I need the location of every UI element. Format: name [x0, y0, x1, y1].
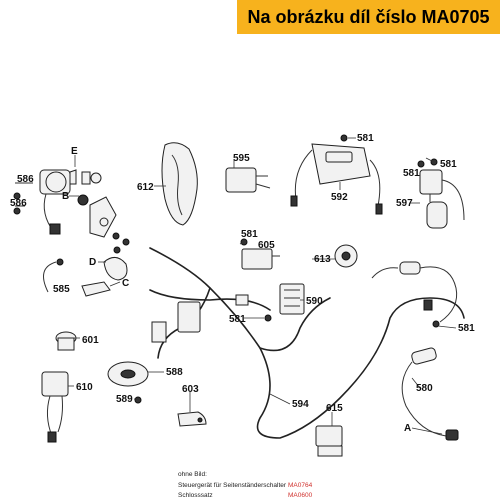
footer-row: Steuergerät für Seitenständerschalter MA… [178, 482, 408, 489]
label-612: 612 [137, 182, 154, 193]
part-580-pickup [401, 320, 459, 441]
part-588-horn [107, 361, 149, 404]
label-581: 581 [357, 133, 374, 144]
label-581: 581 [458, 323, 475, 334]
label-594: 594 [292, 399, 309, 410]
label-e: E [71, 146, 78, 157]
label-588: 588 [166, 367, 183, 378]
part-610-coil [41, 371, 69, 443]
footer-row-label: Steuergerät für Seitenständerschalter [178, 482, 287, 489]
leader-lines [68, 137, 457, 435]
footer-row-code[interactable]: MA0764 [288, 482, 313, 489]
label-c: C [122, 278, 129, 289]
label-a: A [404, 423, 411, 434]
part-number-banner: Na obrázku díl číslo MA0705 [237, 0, 500, 34]
part-601-sensor [55, 331, 77, 351]
label-610: 610 [76, 382, 93, 393]
label-597: 597 [396, 198, 413, 209]
footer-row-code[interactable]: MA0600 [288, 492, 313, 499]
label-d: D [89, 257, 96, 268]
label-581: 581 [403, 168, 420, 179]
label-605: 605 [258, 240, 275, 251]
footer-row: Schlosssatz MA0600 [178, 492, 408, 499]
part-597-starter-relay [417, 158, 465, 229]
label-b: B [62, 191, 69, 202]
part-613-horn [334, 244, 358, 268]
label-581: 581 [440, 159, 457, 170]
label-585: 585 [53, 284, 70, 295]
part-603-bracket [177, 411, 207, 427]
part-594-harness [149, 247, 465, 439]
label-581: 581 [229, 314, 246, 325]
part-612-cover [161, 142, 198, 226]
part-592-control-unit [290, 134, 383, 215]
footer-heading: ohne Bild: [178, 471, 207, 478]
part-595-relay [225, 167, 271, 193]
label-595: 595 [233, 153, 250, 164]
footer-row-label: Schlosssatz [178, 492, 213, 499]
part-615-relay [315, 425, 343, 457]
label-580: 580 [416, 383, 433, 394]
label-615: 615 [326, 403, 343, 414]
part-590-cdi [264, 283, 305, 322]
label-613: 613 [314, 254, 331, 265]
label-601: 601 [82, 335, 99, 346]
label-581: 581 [241, 229, 258, 240]
label-589: 589 [116, 394, 133, 405]
label-592: 592 [331, 192, 348, 203]
label-586: 586 [17, 174, 34, 185]
ignition-switch-assembly [13, 169, 130, 254]
side-stand-switch-assembly [43, 257, 128, 297]
label-586: 586 [10, 198, 27, 209]
label-603: 603 [182, 384, 199, 395]
label-590: 590 [306, 296, 323, 307]
